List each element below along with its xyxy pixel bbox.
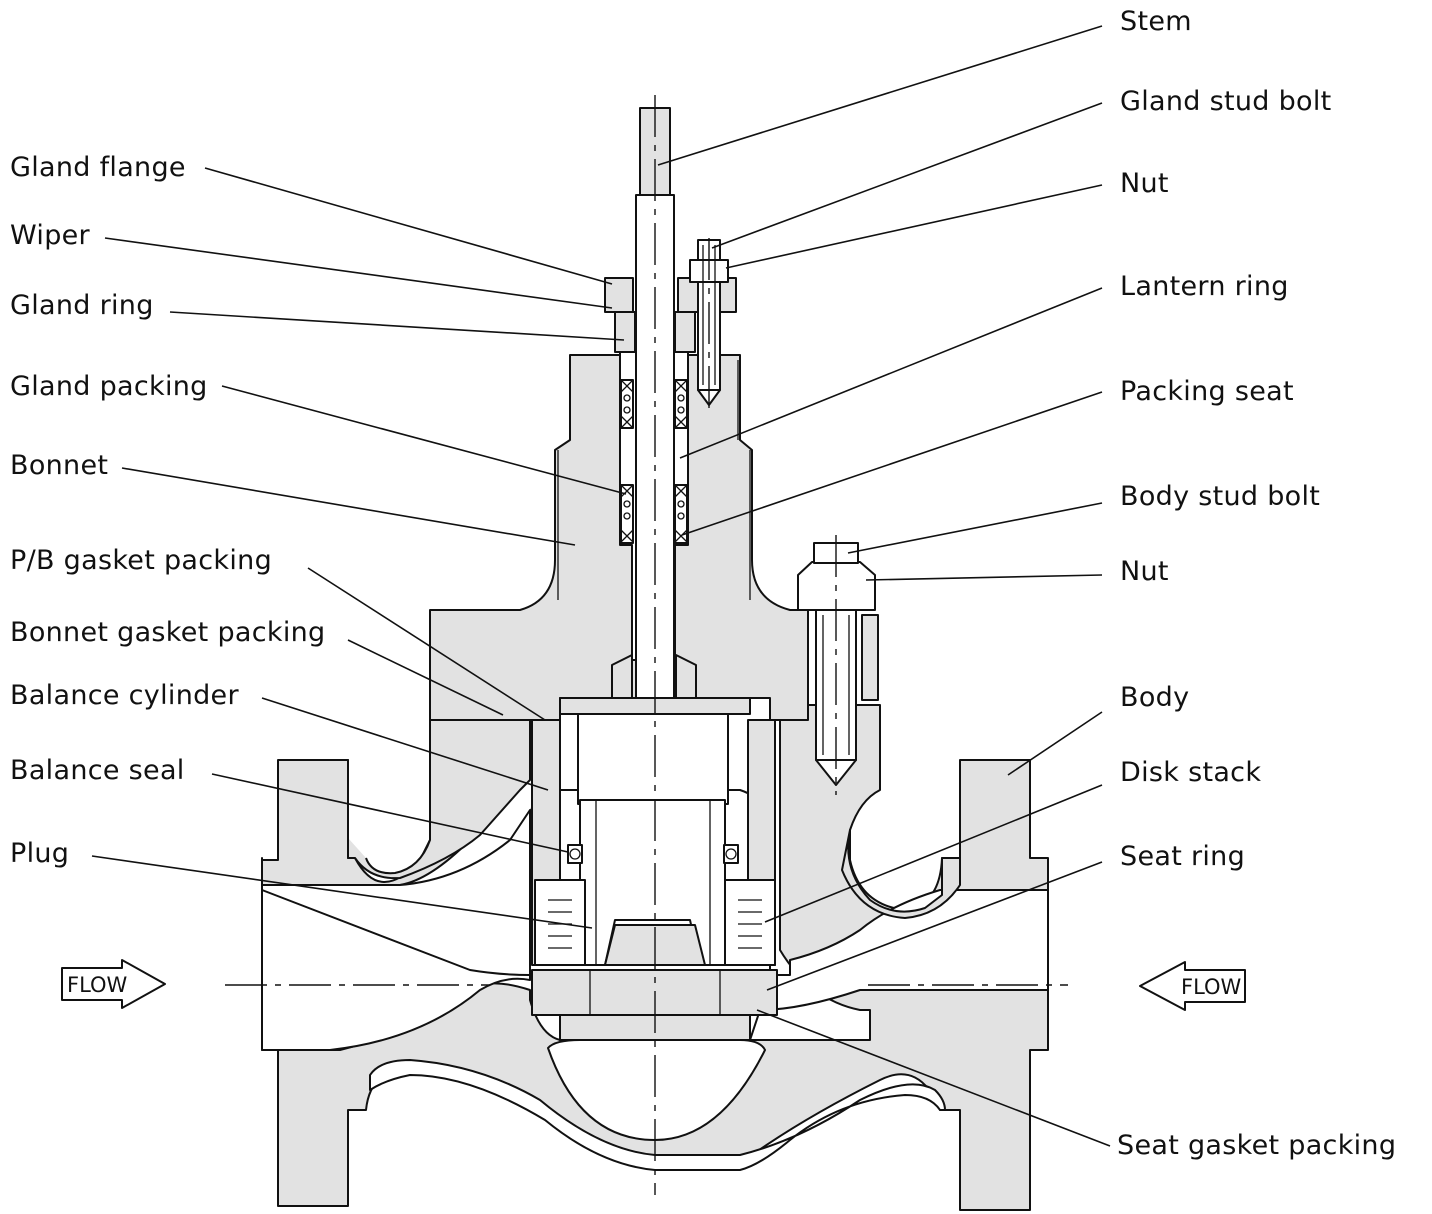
leader-lines [91,25,1111,1147]
label-stem: Stem [1120,6,1192,37]
label-seat-ring: Seat ring [1120,841,1246,872]
flow-arrow-left: FLOW [61,959,166,1009]
balance-cylinder-part [531,697,776,966]
label-body: Body [1120,682,1190,713]
balance-seal-part [567,844,739,864]
label-lantern-ring: Lantern ring [1120,271,1289,302]
label-seat-gasket-packing: Seat gasket packing [1117,1130,1397,1161]
bonnet-part [429,329,809,721]
label-nut-body: Nut [1120,556,1169,587]
label-wiper: Wiper [10,220,90,251]
gland-packing-part [620,379,688,544]
flow-arrow-right: FLOW [1139,961,1246,1011]
label-pb-gasket-packing: P/B gasket packing [10,545,273,576]
label-nut-top: Nut [1120,168,1169,199]
label-disk-stack: Disk stack [1120,757,1262,788]
disk-stack-part [534,879,776,966]
label-bonnet: Bonnet [10,450,109,481]
plug-part [579,799,726,966]
center-lines [225,95,1068,1195]
label-gland-packing: Gland packing [10,371,208,402]
label-body-stud-bolt: Body stud bolt [1120,481,1321,512]
label-bonnet-gasket-packing: Bonnet gasket packing [10,617,326,648]
svg-text:FLOW: FLOW [1181,975,1242,999]
label-gland-ring: Gland ring [10,290,154,321]
label-gland-flange: Gland flange [10,152,186,183]
label-balance-seal: Balance seal [10,755,185,786]
label-packing-seat: Packing seat [1120,376,1294,407]
svg-text:FLOW: FLOW [67,973,128,997]
label-balance-cylinder: Balance cylinder [10,680,239,711]
label-gland-stud-bolt: Gland stud bolt [1120,86,1332,117]
label-plug: Plug [10,838,70,869]
